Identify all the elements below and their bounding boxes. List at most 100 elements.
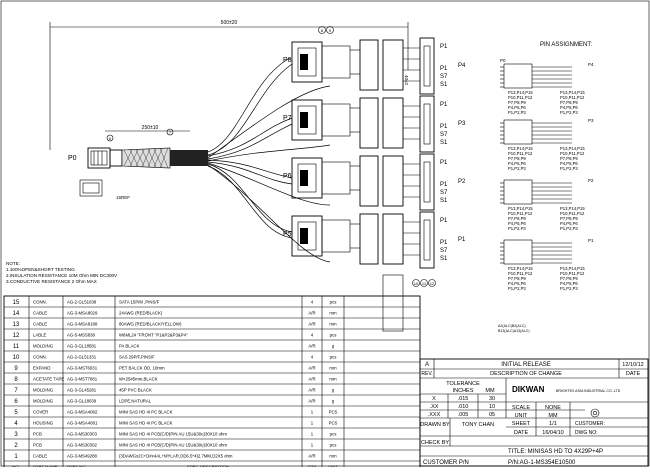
bom-unit: pcs — [330, 332, 337, 337]
molding — [109, 149, 123, 167]
scale-label: SCALE — [512, 405, 530, 411]
bom-no: 2 — [14, 443, 18, 449]
bom-name: HOUSING — [33, 420, 54, 425]
bom-desc: MINI SAS HD 4I PC BLACK — [119, 420, 173, 425]
port-label: P1 — [440, 240, 448, 246]
bom-desc: 45P PVC BLACK — [119, 387, 152, 392]
sas-connector-label: P6 — [283, 173, 292, 180]
pin-line-left: P7,P8,P9 — [508, 100, 526, 105]
bom-qty: 4 — [311, 299, 314, 304]
callout-2: 7 — [169, 130, 172, 135]
pin-line-right: P10,P11,P12 — [560, 211, 585, 216]
sas-connector: P8 — [283, 41, 360, 83]
bom-desc: SAS 29P/F,PINS/F — [119, 354, 155, 359]
bom-no: 12 — [13, 333, 20, 339]
pin-line-left: P13,P14,P15 — [508, 266, 533, 271]
sas-connector-label: P5 — [283, 231, 292, 238]
scale-value: NONE — [545, 405, 561, 411]
pin-line-right: P10,P11,P12 — [560, 151, 585, 156]
dwg-label: DWG NO: — [575, 430, 598, 436]
pin-line-right: P4,P5,P6 — [560, 161, 578, 166]
bom-part: AG-3-MS30303 — [67, 431, 97, 436]
pin-line-left: P4,P5,P6 — [508, 161, 526, 166]
port-label: S1 — [440, 82, 448, 88]
bom-no: 14 — [13, 311, 20, 317]
pin-line-right: P13,P14,P15 — [560, 266, 585, 271]
date-col-label: DATE — [626, 371, 641, 377]
pin-line-right: P4,P5,P6 — [560, 105, 578, 110]
bom-part: AG-3-GL18581 — [67, 343, 97, 348]
bom-desc: PA BLACK — [119, 343, 140, 348]
pin-line-left: P13,P14,P15 — [508, 206, 533, 211]
bom-unit: pcs — [330, 299, 337, 304]
sheet-value: 1/1 — [549, 421, 557, 427]
port-label: S7 — [440, 132, 448, 138]
pin-line-right: P7,P8,P9 — [560, 276, 578, 281]
bom-unit: PCS — [329, 409, 338, 414]
bom-part: AG-2-GL51038 — [67, 299, 97, 304]
part-number: P/N:AG-1-MS354E10500 — [508, 460, 576, 466]
tol-row-2-mm: 05 — [489, 412, 495, 418]
dimension-short: 15REF — [116, 195, 130, 200]
bom-part: AG-2-GL51331 — [67, 354, 97, 359]
pin-line-right: P1,P2,P3 — [560, 110, 578, 115]
pin-line-right: P1,P2,P3 — [560, 286, 578, 291]
port-label: S7 — [440, 190, 448, 196]
callout-5: 10 — [414, 281, 419, 286]
bom-no: 9 — [14, 366, 18, 372]
drawing-title: TITLE: MINISAS HD TO 4X29P+4P — [508, 449, 603, 455]
bom-name: LABLE — [33, 332, 47, 337]
port-label: S1 — [440, 140, 448, 146]
bom-part: AG-3-MSA8188 — [67, 321, 98, 326]
bom-name: MOLDING — [33, 343, 54, 348]
date-value: 16/04/10 — [542, 430, 563, 436]
pin-line-left: P13,P14,P15 — [508, 90, 533, 95]
bom-no: 4 — [14, 421, 18, 427]
pin-footer-1: B13(ALC)A13(ALC) — [498, 329, 530, 333]
pin-line-left: P1,P2,P3 — [508, 110, 526, 115]
bom-part: AG-3-GL45281 — [67, 387, 97, 392]
pin-line-right: P13,P14,P15 — [560, 90, 585, 95]
title-block: A INITIAL RELEASE 12/10/12 REV. DESCRIPT… — [419, 358, 649, 467]
pin-line-right: P13,P14,P15 — [560, 206, 585, 211]
rev-col-label: REV. — [421, 371, 432, 377]
sheet-label: SHEET — [512, 421, 531, 427]
bom-qty: 1 — [311, 442, 314, 447]
company-subtitle: BRIGHTEX ASIA INDUSTRIAL CO.,LTD — [556, 389, 621, 393]
callout-4: 9 — [329, 28, 332, 33]
bom-unit: mm — [329, 365, 337, 370]
pin-line-left: P10,P11,P12 — [508, 211, 533, 216]
pin-line-left: P7,P8,P9 — [508, 156, 526, 161]
bom-desc: LDPE,NATURAL — [119, 398, 152, 403]
pin-line-left: P1,P2,P3 — [508, 166, 526, 171]
cable-assembly: 500±20 250±10 P0 15REF — [49, 20, 436, 287]
date-label: DATE — [514, 430, 529, 436]
pin-line-left: P4,P5,P6 — [508, 281, 526, 286]
port-label: P1 — [440, 160, 448, 166]
bom-desc: MINI SAS HD 4I PC BLACK — [119, 409, 173, 414]
bom-unit: g — [332, 398, 335, 403]
bom-qty: A/R — [308, 453, 315, 458]
tol-row-0-label: X — [432, 396, 436, 402]
port-label: S7 — [440, 248, 448, 254]
port-label: P1 — [440, 218, 448, 224]
bom-part: AG-3-MSA4082 — [67, 409, 98, 414]
tol-row-0-mm: 30 — [489, 396, 495, 402]
bom-name: EXPAND — [33, 365, 50, 370]
port-label: P1 — [440, 182, 448, 188]
bom-qty: 1 — [311, 409, 314, 414]
bom-qty: 1 — [311, 431, 314, 436]
tolerance-label: TOLERANCE — [446, 381, 480, 387]
bom-desc: W×25#5mm,BLACK — [119, 376, 158, 381]
pin-line-left: P7,P8,P9 — [508, 216, 526, 221]
